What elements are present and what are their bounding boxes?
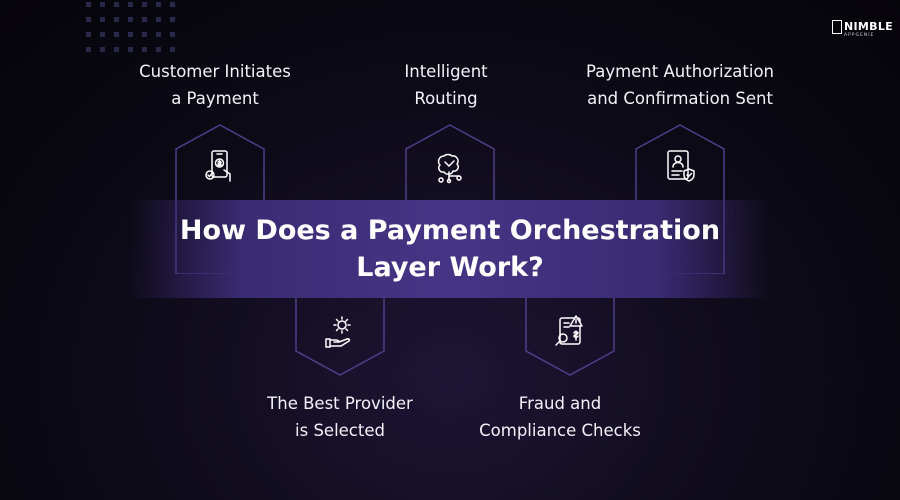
dot-grid-decoration: [86, 2, 175, 52]
routing-tree-icon: [437, 153, 462, 184]
hex-payment-authorization: [634, 124, 726, 274]
document-shield-icon: [667, 150, 695, 182]
page-title-line-2: Layer Work?: [356, 252, 544, 283]
step-label-line: a Payment: [171, 89, 259, 108]
step-label-line: Fraud and: [518, 394, 602, 413]
step-label-line: Compliance Checks: [479, 421, 641, 440]
phone-payment-icon: [205, 150, 231, 182]
step-label-line: is Selected: [295, 421, 385, 440]
hex-fraud-compliance: [524, 226, 616, 376]
step-label-best-provider: The Best Provider is Selected: [240, 390, 440, 444]
logo-mark: [832, 20, 842, 34]
title-banner: How Does a Payment Orchestration Layer W…: [128, 200, 772, 298]
step-label-line: Routing: [414, 89, 478, 108]
step-label-intelligent-routing: Intelligent Routing: [370, 58, 522, 112]
logo-wordmark: NIMBLE: [844, 20, 893, 33]
step-label-line: and Confirmation Sent: [587, 89, 773, 108]
hex-customer-initiates: [174, 124, 266, 274]
hex-intelligent-routing: [404, 124, 496, 274]
hand-gear-icon: [325, 316, 351, 348]
step-label-line: The Best Provider: [267, 394, 413, 413]
logo-subtext: APPGENIE: [844, 33, 875, 38]
step-label-fraud-compliance: Fraud and Compliance Checks: [455, 390, 665, 444]
document-warning-search-icon: [555, 315, 583, 346]
step-label-line: Payment Authorization: [586, 62, 774, 81]
nimble-appgenie-logo: NIMBLE APPGENIE: [832, 20, 893, 42]
hex-best-provider: [294, 226, 386, 376]
step-label-customer-initiates: Customer Initiates a Payment: [115, 58, 315, 112]
step-label-payment-authorization: Payment Authorization and Confirmation S…: [562, 58, 798, 112]
step-label-line: Customer Initiates: [139, 62, 291, 81]
page-title-line-1: How Does a Payment Orchestration: [179, 215, 721, 246]
step-label-line: Intelligent: [404, 62, 488, 81]
